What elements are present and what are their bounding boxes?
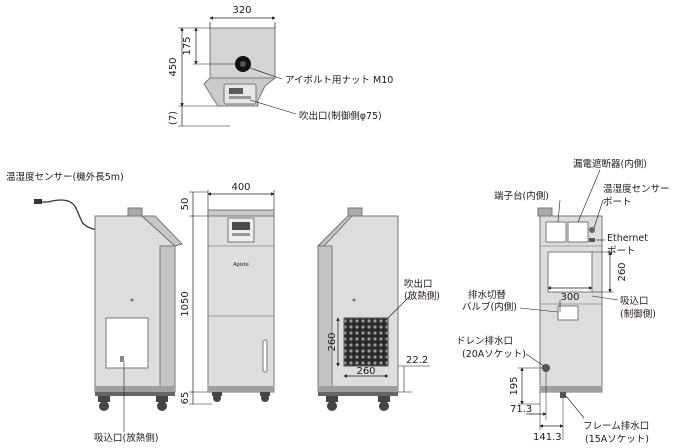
terminal-label: 端子台(内側) xyxy=(494,190,549,202)
control-inlet-label-1: 吸込口 xyxy=(620,296,649,307)
ethernet-port-icon xyxy=(589,238,595,242)
front-body-dim: 1050 xyxy=(180,291,191,316)
rear-side-view: 吹出口 (放熱側) 260 260 22.2 xyxy=(316,207,440,411)
rear-outlet-label-2: (放熱側) xyxy=(404,290,440,302)
left-side-view: 温湿度センサー(機外長5m) 吸込口(放熱側) xyxy=(6,171,183,444)
drain-height-dim: 195 xyxy=(509,376,520,395)
sensor-port-icon xyxy=(589,227,595,233)
ethernet-label-2: ポート xyxy=(607,246,636,257)
front-logo: Apiste xyxy=(233,262,249,268)
left-inlet-panel xyxy=(105,317,149,369)
frame-drain-icon xyxy=(560,392,566,398)
top-view: 320 175 450 (7) アイボルト用ナット M10 吹出口(制御側φ75… xyxy=(168,5,393,127)
top-width-dim: 320 xyxy=(232,5,251,16)
sensor-port-label-2: ポート xyxy=(603,197,632,208)
valve-cover xyxy=(557,305,579,321)
breaker-cover xyxy=(567,221,589,243)
front-bottom-dim: 65 xyxy=(180,392,191,405)
eyebolt-label: アイボルト用ナット M10 xyxy=(285,75,393,86)
front-view: Apiste 400 50 1050 65 xyxy=(180,182,275,405)
frame-drain-label-1: フレーム排水口 xyxy=(583,420,649,432)
top-depth-dim: 175 xyxy=(182,36,193,55)
valve-label-1: 排水切替 xyxy=(468,289,507,301)
rear-offset-dim: 22.2 xyxy=(406,355,428,366)
control-inlet-panel xyxy=(547,251,593,293)
front-top-dim: 50 xyxy=(180,198,191,211)
valve-label-2: バルブ(内側) xyxy=(462,301,517,313)
top-offset-dim: (7) xyxy=(168,111,179,125)
front-width-dim: 400 xyxy=(231,182,250,193)
outlet-top-label: 吹出口(制御側φ75) xyxy=(299,110,382,122)
breaker-label: 漏電遮断器(内側) xyxy=(573,158,647,170)
control-panel-width-dim: 300 xyxy=(560,292,579,303)
left-inlet-label: 吸込口(放熱側) xyxy=(94,432,158,444)
control-panel-height-dim: 260 xyxy=(617,262,628,281)
sensor-cable xyxy=(38,199,99,231)
terminal-cover xyxy=(545,221,567,243)
drain-label-1: ドレン排水口 xyxy=(456,335,513,347)
rear-vent-height-dim: 260 xyxy=(327,332,338,351)
control-side-view: 漏電遮断器(内側) 端子台(内側) 温湿度センサー ポート Ethernet ポ… xyxy=(456,158,670,445)
frame-x-dim: 141.3 xyxy=(533,432,562,443)
rear-outlet-grille xyxy=(343,317,389,367)
sensor-cable-label: 温湿度センサー(機外長5m) xyxy=(6,171,124,183)
rear-vent-width-dim: 260 xyxy=(356,366,375,377)
frame-drain-label-2: (15Aソケット) xyxy=(585,434,649,445)
sensor-port-label-1: 温湿度センサー xyxy=(603,183,670,195)
drain-x-dim: 71.3 xyxy=(510,404,532,415)
sensor-plug xyxy=(34,199,42,204)
control-inlet-label-2: (制御側) xyxy=(620,308,656,320)
ethernet-label-1: Ethernet xyxy=(607,233,648,244)
drain-label-2: (20Aソケット) xyxy=(462,349,526,360)
rear-outlet-label-1: 吹出口 xyxy=(404,278,433,290)
top-total-dim: 450 xyxy=(168,57,179,76)
